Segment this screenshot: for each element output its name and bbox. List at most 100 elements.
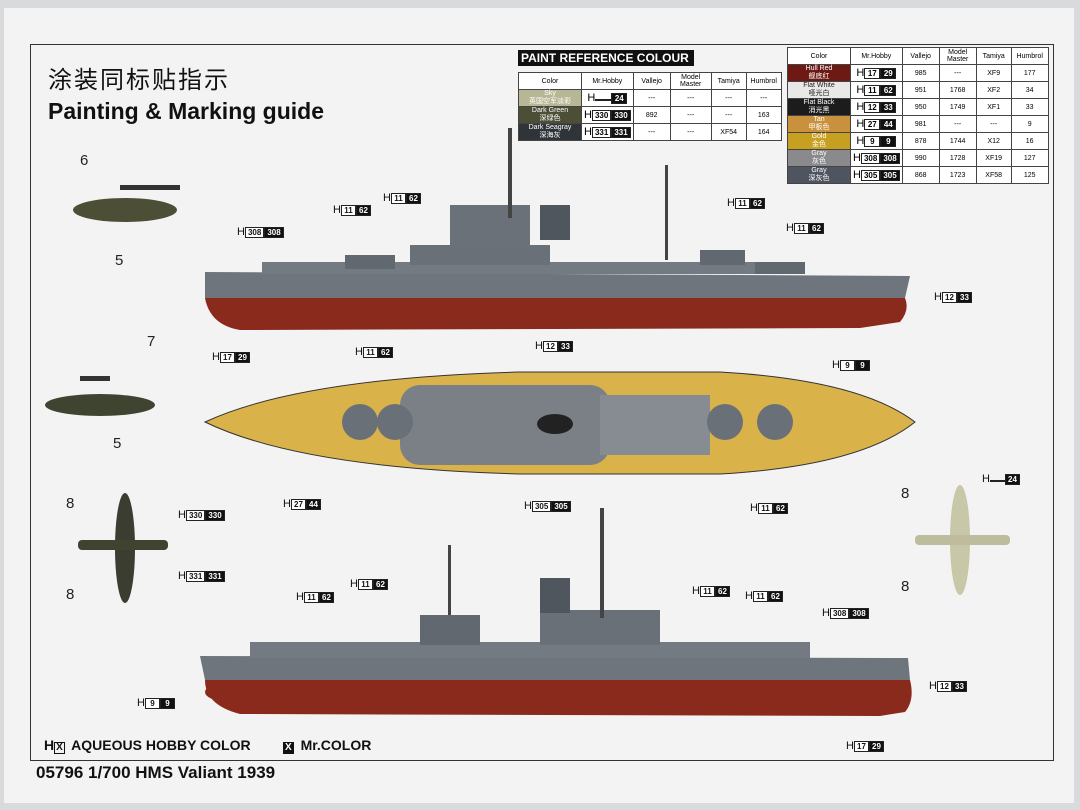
aircraft-number: 6 <box>80 152 89 169</box>
mr-color-code: 308 <box>244 227 265 238</box>
color-name-en: Gray <box>811 150 827 157</box>
vallejo-code: 951 <box>901 81 940 99</box>
mr-color-code: 27 <box>290 499 306 510</box>
aqueous-code: 24 <box>1004 474 1020 485</box>
aqueous-code: 330 <box>205 510 225 521</box>
mr-color-code: 11 <box>303 592 319 603</box>
aircraft-number: 5 <box>113 435 122 452</box>
model-master-code: 1749 <box>938 98 977 116</box>
h-prefix: H <box>856 84 865 96</box>
humbrol-code: 9 <box>1010 115 1049 133</box>
tamiya-code: --- <box>710 106 747 124</box>
aqueous-code: 33 <box>880 102 897 113</box>
h-prefix: H <box>856 101 865 113</box>
model-master-code: --- <box>669 89 712 107</box>
h-prefix: H <box>137 697 145 709</box>
aqueous-code: 331 <box>205 571 225 582</box>
header-mrhobby: Mr.Hobby <box>850 47 903 65</box>
h-prefix: H <box>934 291 942 303</box>
aqueous-code: 44 <box>880 119 897 130</box>
mr-color-code: 12 <box>941 292 957 303</box>
aqueous-code: 44 <box>305 499 321 510</box>
mr-color-code: 12 <box>936 681 952 692</box>
aqueous-code: 62 <box>767 591 783 602</box>
h-prefix: H <box>355 346 363 358</box>
guide-frame <box>30 44 1054 761</box>
h-prefix: H <box>856 118 865 130</box>
h-prefix: H <box>853 152 861 164</box>
title-chinese: 涂装同标贴指示 <box>48 67 230 94</box>
color-name-cn: 舰底红 <box>808 73 830 80</box>
humbrol-code: 16 <box>1010 132 1049 150</box>
aqueous-code: 24 <box>611 93 628 104</box>
header-color: Color <box>787 47 851 65</box>
legend-aqueous-label: AQUEOUS HOBBY COLOR <box>71 737 251 753</box>
header-tamiya: Tamiya <box>975 47 1012 65</box>
mr-color-code: 17 <box>219 352 235 363</box>
mr-color-code: 330 <box>185 510 206 521</box>
h-prefix: H <box>383 192 391 204</box>
tamiya-code: --- <box>710 89 747 107</box>
aqueous-code: 33 <box>951 681 967 692</box>
h-prefix: H <box>856 135 865 147</box>
mr-color-code: 17 <box>853 741 869 752</box>
mr-color-code: 308 <box>860 153 881 164</box>
color-name-en: Tan <box>813 116 825 123</box>
ship-plan-view <box>203 371 916 475</box>
h-prefix: H <box>853 169 861 181</box>
legend-box: X <box>54 742 65 754</box>
mr-color-code: 11 <box>734 198 750 209</box>
model-master-code: 1728 <box>938 149 977 167</box>
vallejo-code: 868 <box>901 166 940 184</box>
model-master-code: 1768 <box>938 81 977 99</box>
mr-color-code: 330 <box>591 110 612 121</box>
humbrol-code: 34 <box>1010 81 1049 99</box>
h-prefix: H <box>745 590 753 602</box>
vallejo-code: 950 <box>901 98 940 116</box>
header-vallejo: Vallejo <box>632 72 671 90</box>
h-prefix: H <box>584 109 592 121</box>
h-prefix: H <box>296 591 304 603</box>
h-prefix: H <box>178 509 186 521</box>
ship-side-view-top <box>205 128 910 330</box>
header-tamiya: Tamiya <box>710 72 747 90</box>
model-master-code: 1723 <box>938 166 977 184</box>
aqueous-code: 62 <box>714 586 730 597</box>
color-name-en: Dark Seagray <box>528 124 572 131</box>
aircraft-swordfish-sky <box>915 485 1010 595</box>
h-prefix: H <box>333 204 341 216</box>
mr-color-code: 11 <box>362 347 378 358</box>
mr-color-code: 11 <box>793 223 809 234</box>
mr-color-code: 305 <box>860 170 881 181</box>
color-name-en: Sky <box>544 90 556 97</box>
h-prefix: H <box>212 351 220 363</box>
aqueous-code: 308 <box>264 227 284 238</box>
model-master-code: --- <box>938 64 977 82</box>
aqueous-code: 62 <box>405 193 421 204</box>
paint-reference-table: PAINT REFERENCE COLOUR Color Mr.Hobby Va… <box>518 50 782 141</box>
header-humbrol: Humbrol <box>1010 47 1049 65</box>
mr-color-code: 9 <box>864 136 881 147</box>
